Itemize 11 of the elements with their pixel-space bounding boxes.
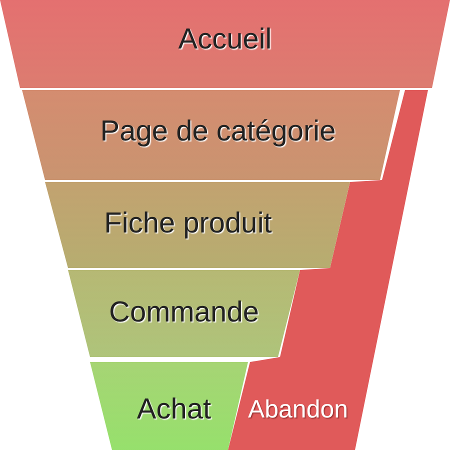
funnel-stage bbox=[90, 362, 248, 450]
stage-label: Achat bbox=[136, 394, 212, 426]
stage-label: Page de catégorie bbox=[100, 116, 336, 148]
funnel-stage bbox=[0, 0, 450, 88]
stage-label: Abandon bbox=[248, 396, 348, 424]
funnel-stage bbox=[68, 270, 300, 357]
stage-label: Accueil bbox=[178, 24, 272, 56]
stage-label: Commande bbox=[109, 296, 259, 330]
funnel-stage bbox=[22, 90, 400, 180]
funnel-stage bbox=[45, 182, 350, 268]
stage-label: Fiche produit bbox=[104, 208, 272, 240]
